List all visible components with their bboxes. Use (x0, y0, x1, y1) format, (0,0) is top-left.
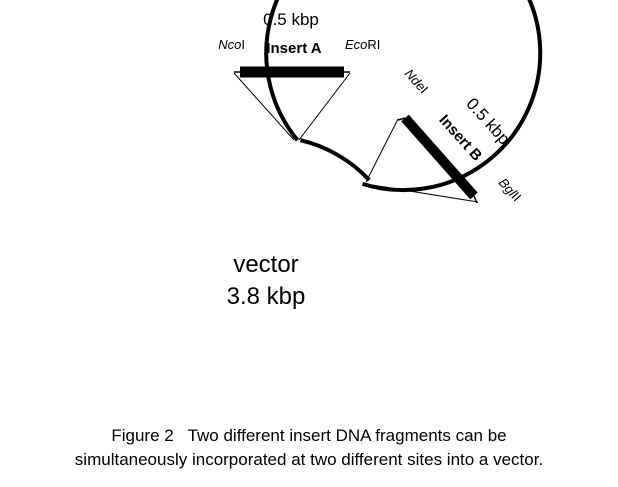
insert-a-size: 0.5 kbp (263, 10, 319, 29)
insert-a-guide-right (298, 72, 351, 141)
figure-caption: Figure 2 Two different insert DNA fragme… (0, 424, 618, 472)
vector-circle-arc-small (300, 138, 371, 182)
insert-b-guide-top (365, 118, 399, 183)
vector-size: 3.8 kbp (227, 283, 306, 310)
ncoi-site-label: NcoI (218, 37, 245, 52)
vector-name: vector (233, 251, 298, 278)
ndei-site-label: NdeI (402, 66, 432, 96)
ecori-site-label: EcoRI (345, 37, 380, 52)
insert-b-bar (401, 114, 478, 200)
insert-a-guide-left (233, 72, 295, 141)
vector-circle (264, 0, 543, 193)
caption-line-2: simultaneously incorporated at two diffe… (74, 450, 544, 469)
bglii-site-label: BglII (496, 175, 525, 204)
insert-b-tick-top (397, 117, 406, 121)
insert-a-label: Insert A (266, 40, 321, 57)
insert-b-guide-bottom (371, 184, 479, 203)
caption-line-1: Figure 2 Two different insert DNA fragme… (111, 426, 507, 445)
